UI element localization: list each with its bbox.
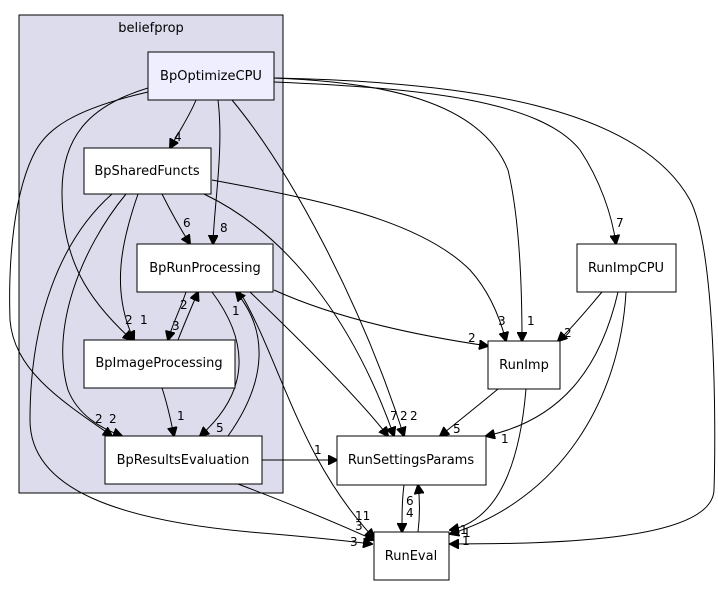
node-runeval[interactable]: RunEval <box>373 531 450 581</box>
edge-label-runimpcpu-eval: 1 <box>460 523 468 537</box>
edge-label-runimpcpu-settings: 1 <box>501 432 509 446</box>
node-bpresultsevaluation[interactable]: BpResultsEvaluation <box>104 435 263 485</box>
edge-label-img-runproc: 3 <box>172 319 180 333</box>
edge-shared-settings <box>203 193 394 436</box>
edge-runimpcpu-settings <box>486 291 619 436</box>
edge-label-runimpcpu-runimp: 2 <box>564 326 572 340</box>
node-bpsharedfuncts[interactable]: BpSharedFuncts <box>83 147 212 195</box>
edge-label-optimize-results: 2 <box>95 412 103 426</box>
edge-eval-settings <box>418 485 420 533</box>
cluster-label: beliefprop <box>118 21 184 36</box>
edge-runproc-img <box>168 291 187 340</box>
edge-label-optimize-runproc: 8 <box>220 221 228 235</box>
edge-labels: 4 8 7 1 2 2 2 1 6 1 2 7 3 3 2 3 5 1 2 2 … <box>95 130 624 549</box>
edge-label-results-runproc: 1 <box>232 304 240 318</box>
edge-shared-img <box>119 193 139 340</box>
edge-results-eval <box>237 483 374 540</box>
node-label: BpResultsEvaluation <box>117 453 250 468</box>
edge-label-runproc-settings: 2 <box>400 409 408 423</box>
node-label: BpRunProcessing <box>149 261 261 276</box>
edge-label-shared-runimp: 3 <box>498 314 506 328</box>
edge-label-optimize-runimp: 1 <box>527 314 535 328</box>
edge-label-eval-settings: 6 <box>406 494 414 508</box>
edge-shared-runimp <box>211 179 506 341</box>
node-label: RunSettingsParams <box>348 453 474 468</box>
edge-shared-runproc <box>161 193 190 244</box>
edge-label-optimize-shared: 4 <box>174 130 182 144</box>
node-bpoptimizecpu[interactable]: BpOptimizeCPU <box>147 51 275 101</box>
edge-label-optimize-img: 2 <box>125 313 133 327</box>
edge-label-optimize-settings: 2 <box>410 409 418 423</box>
edge-label-runproc-runimp: 2 <box>468 331 476 345</box>
node-label: RunEval <box>385 549 437 564</box>
node-runimp[interactable]: RunImp <box>487 340 561 390</box>
edge-img-runproc <box>177 292 198 341</box>
node-label: BpOptimizeCPU <box>160 69 262 84</box>
node-label: RunImpCPU <box>588 261 664 276</box>
edge-label-shared-eval: 3 <box>350 535 358 549</box>
node-runsettingsparams[interactable]: RunSettingsParams <box>336 435 487 486</box>
node-runimpcpu[interactable]: RunImpCPU <box>576 243 677 293</box>
edge-label-results-eval: 3 <box>355 519 363 533</box>
edges <box>9 77 716 544</box>
edge-optimize-runimp <box>273 77 522 341</box>
edge-runimpcpu-eval <box>450 291 627 534</box>
edge-label-results-settings: 1 <box>314 443 322 457</box>
edge-label-shared-settings: 7 <box>390 409 398 423</box>
edge-shared-eval <box>29 193 372 544</box>
edge-optimize-settings <box>231 99 404 436</box>
node-label: BpSharedFuncts <box>94 164 199 179</box>
edge-runproc-runimp <box>273 289 488 346</box>
edge-runproc-settings <box>249 291 388 436</box>
node-label: RunImp <box>499 358 549 373</box>
edge-runimpcpu-runimp <box>558 291 603 341</box>
node-label: BpImageProcessing <box>95 356 222 371</box>
edge-label-shared-runproc: 6 <box>183 216 191 230</box>
edge-shared-results <box>62 193 127 436</box>
edge-optimize-runproc <box>213 99 221 244</box>
edge-label-shared-img: 1 <box>140 313 148 327</box>
node-bprunprocessing[interactable]: BpRunProcessing <box>136 243 274 293</box>
edge-runimp-settings <box>440 388 499 436</box>
edge-optimize-eval <box>273 77 716 544</box>
edge-results-runproc <box>227 292 260 437</box>
edge-optimize-img <box>61 87 149 340</box>
edge-label-optimize-runimpcpu: 7 <box>616 216 624 230</box>
edge-optimize-runimpcpu <box>273 81 616 244</box>
edge-runproc-results <box>200 291 240 436</box>
edge-img-results <box>161 387 174 436</box>
edge-label-optimize-eval: 1 <box>462 534 470 548</box>
edge-optimize-shared <box>170 99 197 148</box>
edge-label-runproc-results: 5 <box>216 421 224 435</box>
edge-label-runimp-settings: 5 <box>453 422 461 436</box>
edge-settings-eval <box>402 484 404 532</box>
edge-label-shared-results: 2 <box>109 412 117 426</box>
edge-label-img-results: 1 <box>177 409 185 423</box>
edge-label-runproc-eval: 11 <box>355 509 370 523</box>
edge-label-runimp-eval: 1 <box>463 526 471 540</box>
edge-label-settings-eval: 4 <box>406 506 414 520</box>
edge-runproc-eval <box>239 291 374 538</box>
node-bpimageprocessing[interactable]: BpImageProcessing <box>83 339 236 389</box>
edge-runimp-eval <box>450 388 527 530</box>
edge-label-runproc-img: 2 <box>180 298 188 312</box>
edge-optimize-results <box>9 91 149 436</box>
